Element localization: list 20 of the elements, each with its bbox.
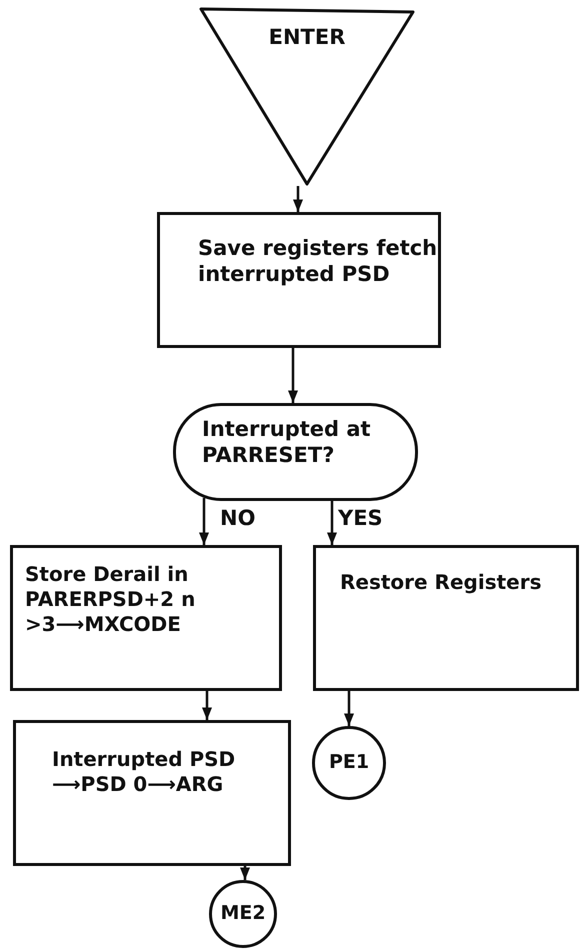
terminal-triangle: [198, 6, 416, 186]
arrow: [288, 348, 298, 403]
process-box: [10, 545, 282, 691]
process-box: [313, 545, 579, 691]
step-text: Save registers fetch interrupted PSD: [198, 235, 438, 288]
step-text: Interrupted PSD ⟶PSD 0⟶ARG: [52, 747, 236, 797]
step-text: Store Derail in PARERPSD+2 n >3⟶MXCODE: [25, 562, 196, 637]
arrow: [240, 866, 250, 880]
arrow: [344, 691, 354, 726]
arrow: [202, 691, 212, 720]
arrow: [327, 501, 337, 545]
arrow: [199, 498, 209, 545]
process-box: [13, 720, 291, 866]
step-text: Restore Registers: [340, 570, 542, 595]
arrow: [293, 186, 303, 212]
step-text: Interrupted at PARRESET?: [202, 416, 372, 468]
process-box: [157, 212, 441, 348]
connector-label: PE1: [328, 751, 370, 775]
step-text: ENTER: [268, 24, 346, 50]
connector-label: ME2: [220, 902, 266, 926]
